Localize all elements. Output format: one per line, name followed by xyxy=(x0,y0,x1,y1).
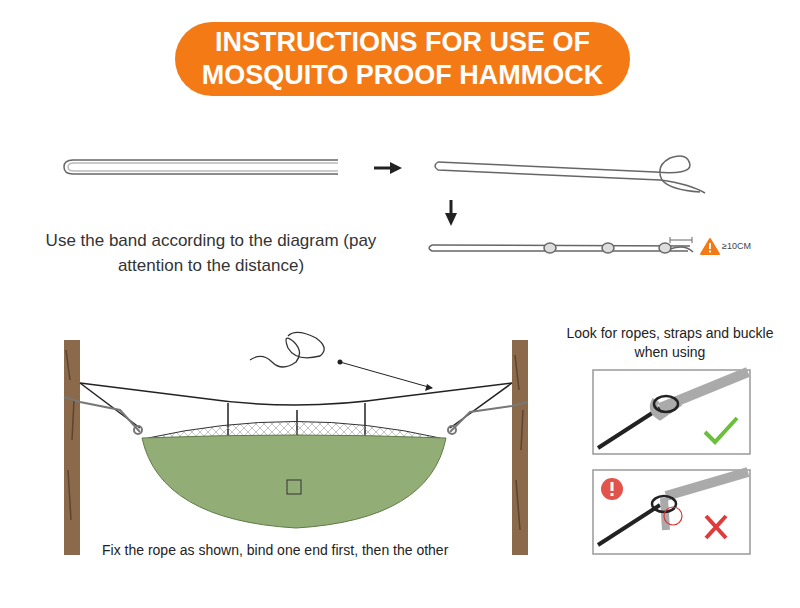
note-text: Look for ropes, straps and buckle when u… xyxy=(565,324,775,362)
band-folded xyxy=(64,160,338,174)
band-knotted xyxy=(429,243,693,253)
arrow-head xyxy=(445,213,457,226)
correct-panel xyxy=(593,370,750,454)
band-loop xyxy=(435,156,705,193)
pocket xyxy=(287,480,301,494)
wrong-buckle xyxy=(598,472,748,545)
instruction-text: Use the band according to the diagram (p… xyxy=(22,228,400,278)
title-banner: INSTRUCTIONS FOR USE OF MOSQUITO PROOF H… xyxy=(175,22,630,96)
tree-trunk xyxy=(64,340,528,555)
warning-triangle xyxy=(701,239,719,254)
wrong-panel xyxy=(593,470,750,554)
dimension-label: ≥10CM xyxy=(722,240,751,252)
cross-mark xyxy=(706,516,726,538)
hammock-body xyxy=(142,435,446,528)
pointer-head xyxy=(425,384,433,391)
pointer-line xyxy=(340,362,432,388)
arrow-head xyxy=(390,162,402,174)
correct-buckle xyxy=(598,372,748,448)
warning-circle xyxy=(601,478,623,500)
check-mark xyxy=(705,418,737,442)
caption-text: Fix the rope as shown, bind one end firs… xyxy=(100,541,450,559)
rope-icon xyxy=(250,332,324,367)
dimension-mark xyxy=(670,237,692,243)
